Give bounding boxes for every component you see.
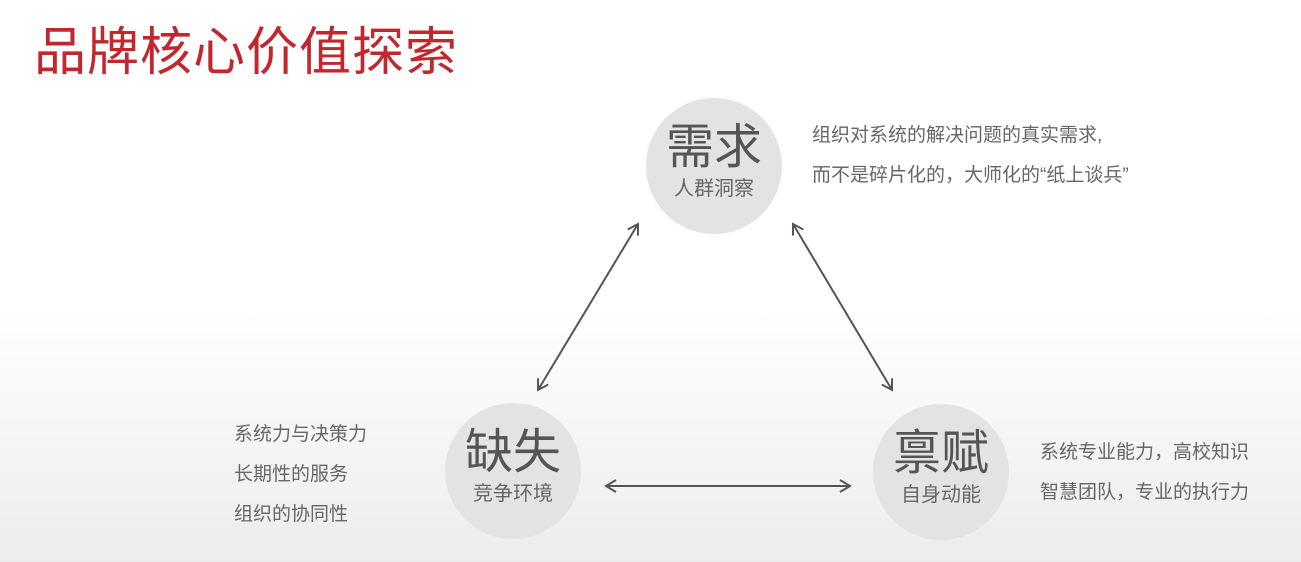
desc-line: 组织的协同性: [234, 504, 349, 525]
node-lack: 缺失 竞争环境: [445, 403, 581, 539]
node-need: 需求 人群洞察: [646, 98, 782, 234]
node-endowment-description: 系统专业能力，高校知识 智慧团队，专业的执行力: [1040, 433, 1249, 513]
node-lack-description: 系统力与决策力 长期性的服务 组织的协同性: [234, 415, 367, 535]
desc-line: 系统专业能力，高校知识: [1040, 442, 1250, 463]
arrow-need-lack: [536, 222, 640, 392]
node-need-description: 组织对系统的解决问题的真实需求, 而不是碎片化的，大师化的“纸上谈兵”: [812, 116, 1129, 196]
arrow-need-endowment: [791, 222, 894, 392]
desc-line: 长期性的服务: [234, 464, 349, 485]
page-title: 品牌核心价值探索: [34, 24, 459, 82]
desc-line: 而不是碎片化的，大师化的“纸上谈兵”: [812, 165, 1129, 186]
node-lack-subtitle: 竞争环境: [473, 483, 553, 505]
node-need-title: 需求: [665, 121, 762, 174]
node-lack-title: 缺失: [464, 426, 561, 479]
desc-line: 智慧团队，专业的执行力: [1040, 482, 1250, 503]
desc-line: 组织对系统的解决问题的真实需求,: [812, 125, 1103, 146]
node-endowment-subtitle: 自身动能: [901, 484, 981, 506]
node-endowment: 禀赋 自身动能: [873, 404, 1009, 540]
node-need-subtitle: 人群洞察: [674, 178, 754, 200]
node-endowment-title: 禀赋: [892, 427, 989, 480]
desc-line: 系统力与决策力: [234, 424, 368, 445]
